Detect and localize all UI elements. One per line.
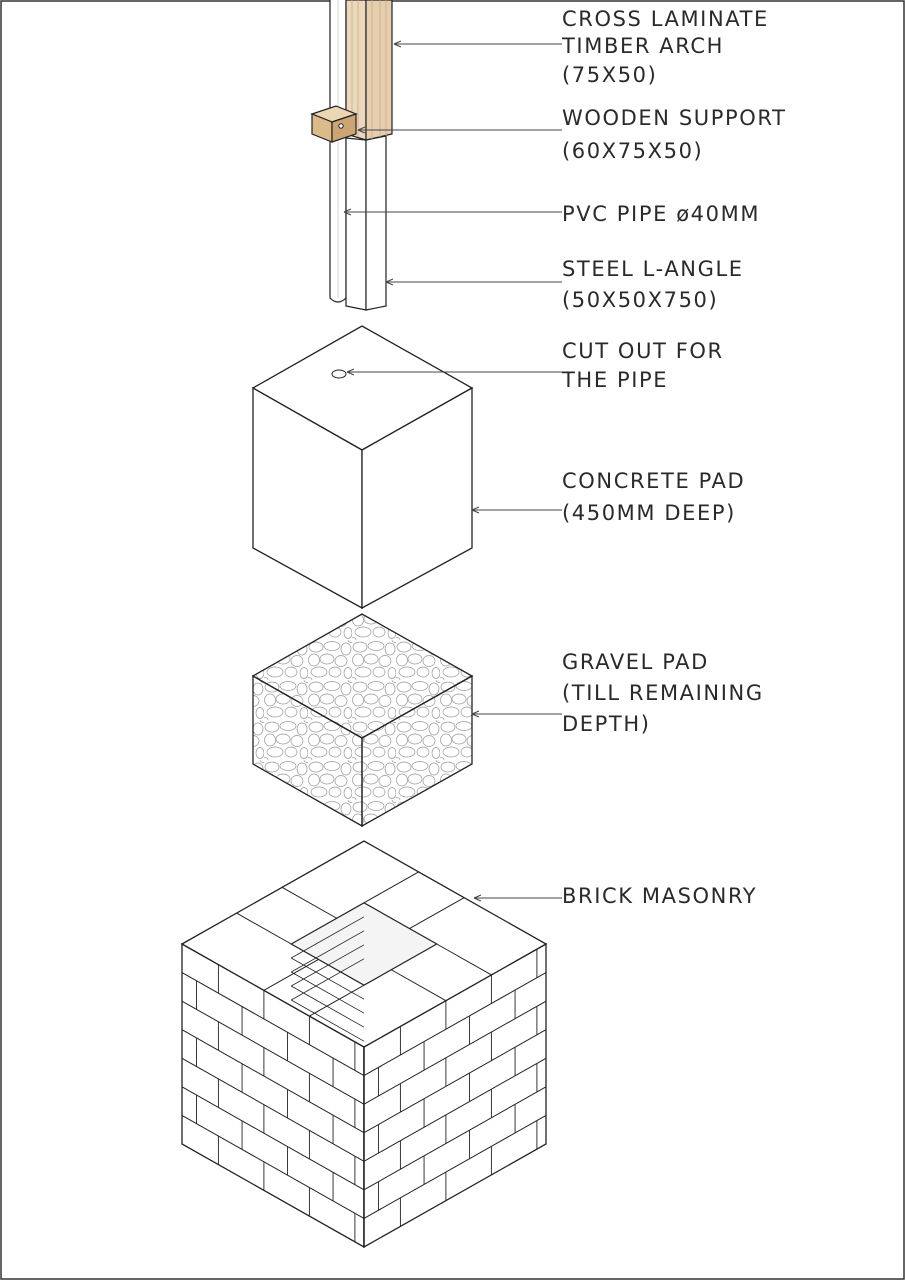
label-cut-out-line1: CUT OUT FOR bbox=[562, 339, 724, 363]
leader-concrete-pad bbox=[471, 506, 562, 514]
label-wooden-support-line1: WOODEN SUPPORT bbox=[562, 106, 787, 130]
label-timber-arch-line1: CROSS LAMINATE bbox=[562, 7, 769, 31]
label-concrete-pad-line1: CONCRETE PAD bbox=[562, 469, 745, 493]
label-wooden-support-line2: (60X75X50) bbox=[562, 139, 703, 163]
label-gravel-pad-line3: DEPTH) bbox=[562, 712, 651, 736]
leader-brick-masonry bbox=[473, 894, 562, 902]
timber-arch bbox=[345, 0, 393, 141]
post-assembly bbox=[310, 0, 393, 311]
leader-pvc-pipe bbox=[343, 208, 562, 216]
leader-gravel-pad bbox=[471, 710, 562, 718]
label-pvc-pipe: PVC PIPE ø40MM bbox=[562, 202, 760, 226]
leader-wooden-support bbox=[357, 126, 562, 134]
label-gravel-pad-line1: GRAVEL PAD bbox=[562, 650, 709, 674]
pipe-cut-out bbox=[331, 369, 347, 379]
label-steel-angle-line2: (50X50X750) bbox=[562, 288, 718, 312]
gravel-pad bbox=[251, 613, 474, 828]
label-concrete-pad-line2: (450MM DEEP) bbox=[562, 501, 736, 525]
annotation-labels: CROSS LAMINATE TIMBER ARCH (75X50) WOODE… bbox=[561, 7, 787, 908]
steel-l-angle bbox=[345, 137, 367, 311]
wooden-support-block bbox=[310, 105, 358, 143]
label-timber-arch-line2: TIMBER ARCH bbox=[561, 34, 724, 58]
concrete-pad bbox=[251, 325, 474, 610]
label-timber-arch-line3: (75X50) bbox=[562, 63, 657, 87]
label-steel-angle-line1: STEEL L-ANGLE bbox=[562, 257, 744, 281]
label-brick-masonry: BRICK MASONRY bbox=[562, 884, 757, 908]
leader-timber-arch bbox=[393, 40, 562, 48]
label-gravel-pad-line2: (TILL REMAINING bbox=[562, 681, 764, 705]
leader-cut-out bbox=[346, 368, 562, 376]
leader-lines bbox=[343, 40, 562, 902]
brick-masonry bbox=[180, 840, 548, 1249]
label-cut-out-line2: THE PIPE bbox=[561, 368, 668, 392]
leader-steel-angle bbox=[385, 278, 562, 286]
